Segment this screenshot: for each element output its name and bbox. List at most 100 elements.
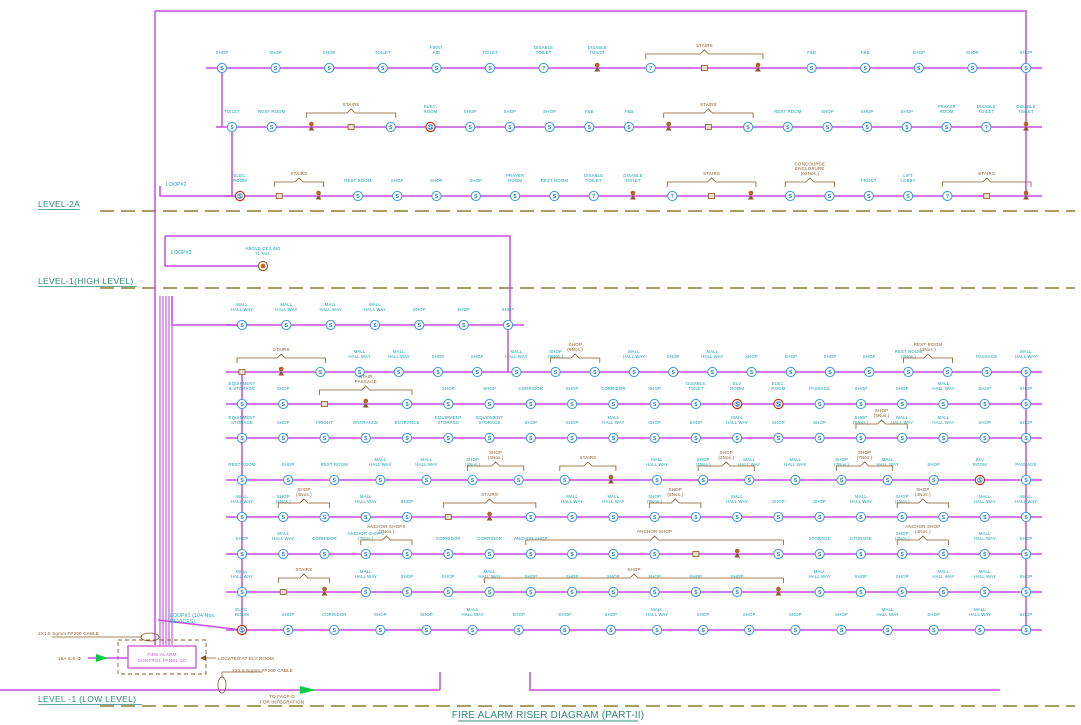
device-rest-room[interactable]: S <box>329 474 340 486</box>
device-smoke[interactable]: S <box>559 474 570 486</box>
device-shop[interactable]: S <box>698 624 709 636</box>
device-shop[interactable]: S <box>608 586 619 598</box>
device-mall[interactable]: S <box>1020 511 1032 523</box>
device-mall[interactable]: S <box>979 511 990 523</box>
device-mall[interactable]: S <box>855 511 867 523</box>
device-module[interactable] <box>321 401 328 407</box>
device-mall[interactable]: S <box>732 432 743 444</box>
device-sounder[interactable] <box>755 62 761 72</box>
device-smoke[interactable]: S <box>385 121 396 133</box>
device-shop[interactable]: S <box>513 624 524 636</box>
device-shop[interactable]: S <box>525 586 536 598</box>
device-call[interactable]: ? <box>645 62 656 74</box>
device-smoke[interactable]: S <box>608 548 619 560</box>
device-shop[interactable]: S <box>484 398 495 410</box>
device-shop[interactable]: S <box>283 624 294 636</box>
device-mall[interactable]: S <box>484 586 495 598</box>
device-shop[interactable]: S <box>414 319 425 331</box>
device-shop[interactable]: S <box>567 432 578 444</box>
device-corridor[interactable]: S <box>525 398 536 410</box>
device-disable[interactable]: S <box>690 398 701 410</box>
device-shop[interactable]: S <box>746 366 757 378</box>
device-sounder[interactable] <box>1023 190 1029 200</box>
device-shop[interactable]: S <box>928 474 939 486</box>
device-mall[interactable]: S <box>354 366 365 378</box>
device-shop[interactable]: S <box>443 586 454 598</box>
device-corridor[interactable]: S <box>484 548 495 560</box>
device-shop[interactable]: S <box>465 121 476 133</box>
device-shop[interactable]: S <box>979 432 990 444</box>
device-smoke[interactable]: S <box>589 366 600 378</box>
device-mall[interactable]: S <box>375 474 386 486</box>
device-shop[interactable]: S <box>649 511 660 523</box>
device-shop[interactable]: S <box>649 432 660 444</box>
device-shop[interactable]: S <box>525 432 536 444</box>
device-mall[interactable]: S <box>236 319 248 331</box>
device-smoke[interactable]: S <box>942 366 953 378</box>
device-shop[interactable]: S <box>401 511 413 523</box>
device-f-b[interactable]: S <box>623 121 635 133</box>
device-shop[interactable]: S <box>897 398 908 410</box>
device-shop[interactable]: S <box>855 432 867 444</box>
device-smoke[interactable]: S <box>785 190 796 202</box>
device-equipment[interactable]: S <box>443 432 454 444</box>
device-module[interactable] <box>701 65 708 71</box>
device-shop[interactable]: S <box>1020 586 1032 598</box>
device-front[interactable]: S <box>863 190 874 202</box>
device-mall[interactable]: S <box>1020 366 1032 378</box>
device-shop[interactable]: S <box>472 366 483 378</box>
device-corridor[interactable]: S <box>443 548 454 560</box>
device-smoke[interactable]: S <box>773 548 784 560</box>
device-shop[interactable]: S <box>649 398 660 410</box>
device-call[interactable]: ? <box>667 190 678 202</box>
device-shop[interactable]: S <box>773 511 784 523</box>
device-module[interactable] <box>705 124 712 130</box>
device-mall[interactable]: S <box>467 624 478 636</box>
device-shop[interactable]: S <box>467 474 478 486</box>
device-shop[interactable]: S <box>698 474 709 486</box>
fire-alarm-control-panel[interactable] <box>127 645 197 669</box>
device-shop[interactable]: S <box>822 121 833 133</box>
device-shop[interactable]: S <box>550 366 561 378</box>
device-sounder[interactable] <box>486 511 493 521</box>
device-shop[interactable]: S <box>836 474 847 486</box>
device-module[interactable] <box>347 124 355 130</box>
device-smoke[interactable]: S <box>315 366 326 378</box>
device-mall[interactable]: S <box>628 366 640 378</box>
device-rest-room[interactable]: S <box>266 121 277 133</box>
device-shop[interactable]: S <box>421 624 432 636</box>
device-shop[interactable]: S <box>431 190 442 202</box>
device-mall[interactable]: S <box>281 319 292 331</box>
device-shop[interactable]: S <box>649 586 660 598</box>
device-shop[interactable]: S <box>1020 62 1032 74</box>
device-shop[interactable]: S <box>1020 624 1032 636</box>
device-rest-room[interactable]: S <box>903 366 914 378</box>
device-equipment[interactable]: S <box>236 398 248 410</box>
device-corridor[interactable]: S <box>608 398 619 410</box>
device-equipment[interactable]: S <box>236 432 248 444</box>
device-storage[interactable]: S <box>814 548 825 560</box>
device-smoke[interactable]: S <box>649 548 660 560</box>
device-toilet[interactable]: S <box>226 121 238 133</box>
device-shop[interactable]: S <box>897 548 908 560</box>
device-shop[interactable]: S <box>236 548 248 560</box>
device-mall[interactable]: S <box>651 474 663 486</box>
device-shop[interactable]: S <box>814 511 825 523</box>
device-disable[interactable] <box>1023 121 1029 131</box>
device-shop[interactable]: S <box>375 624 386 636</box>
device-shop[interactable]: S <box>544 121 555 133</box>
device-f-b[interactable]: S <box>860 62 871 74</box>
device-prayer[interactable]: S <box>941 121 952 133</box>
device-sounder[interactable] <box>665 121 672 131</box>
device-lift[interactable]: S <box>903 190 914 202</box>
device-sounder[interactable] <box>607 474 614 484</box>
device-shop[interactable]: S <box>979 398 990 410</box>
device-shop[interactable]: S <box>855 586 867 598</box>
device-smoke[interactable]: S <box>401 548 413 560</box>
device-module[interactable] <box>238 369 246 375</box>
device-f-b[interactable]: S <box>806 62 817 74</box>
device-shop[interactable]: S <box>502 319 514 331</box>
device-shop[interactable]: S <box>278 511 289 523</box>
device-sounder[interactable] <box>308 121 315 131</box>
device-shop[interactable]: S <box>216 62 228 74</box>
